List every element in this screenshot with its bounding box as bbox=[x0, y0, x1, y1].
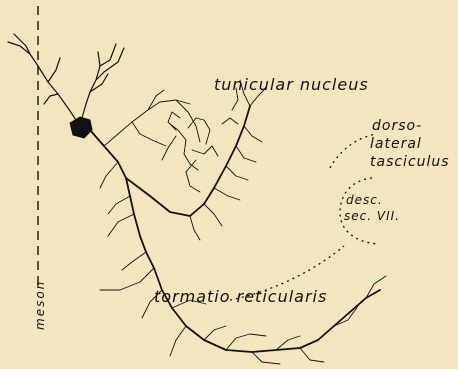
label-desc: desc. bbox=[346, 193, 383, 207]
label-fasciculus: tasciculus bbox=[370, 154, 450, 170]
label-funicular-nucleus: tunicular nucleus bbox=[214, 75, 369, 94]
label-dorsolateral-1: dorso- bbox=[372, 118, 422, 134]
label-formatio-reticularis: tormatio reticularis bbox=[154, 287, 327, 306]
axon-main bbox=[90, 106, 380, 352]
funicular-arborization bbox=[104, 80, 266, 240]
label-dorsolateral-2: lateral bbox=[370, 136, 422, 152]
label-meson: meson bbox=[33, 280, 47, 330]
dendrites-upper-left bbox=[8, 34, 124, 120]
neuron-cell-body bbox=[70, 117, 92, 138]
label-sec-vii: sec. VII. bbox=[344, 209, 400, 223]
reticular-collaterals bbox=[100, 162, 386, 364]
